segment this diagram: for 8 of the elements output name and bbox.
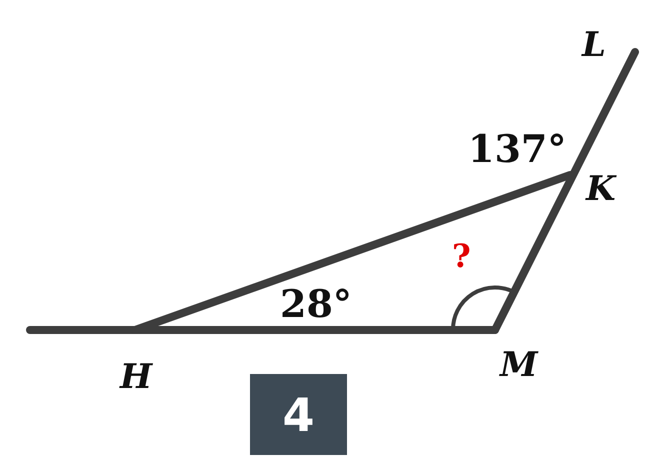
angle-label: 28° — [280, 285, 352, 323]
point-label: L — [582, 28, 606, 62]
point-label: M — [500, 348, 538, 382]
point-label: K — [586, 172, 616, 206]
unknown-angle-mark: ? — [452, 240, 471, 272]
point-label: H — [120, 360, 152, 394]
angle-label: 137° — [468, 130, 566, 168]
figure-number: 4 — [250, 374, 347, 455]
